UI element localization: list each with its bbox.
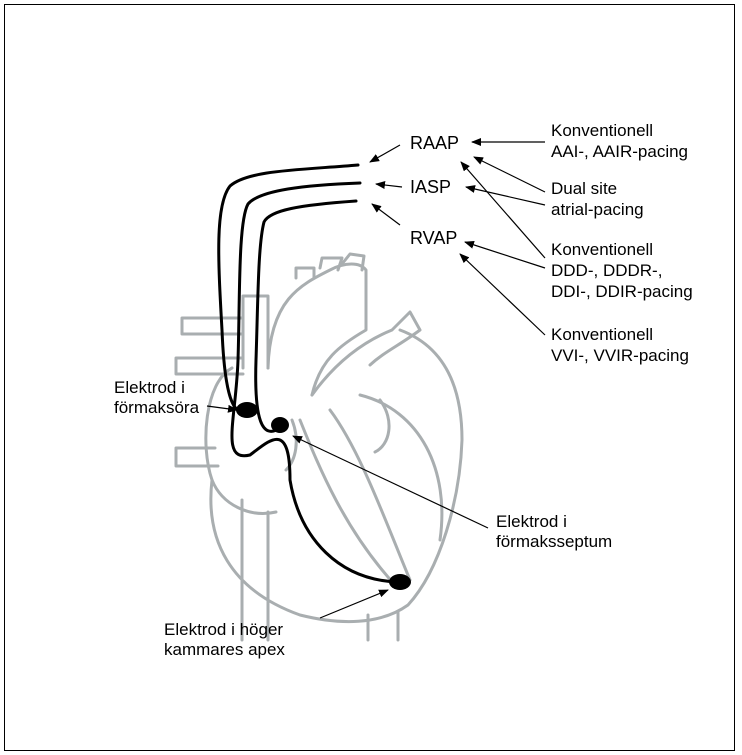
annotation-arrows <box>207 142 545 618</box>
pacing-leads <box>219 165 398 582</box>
arrow-dual-site-to-iasp <box>466 187 545 205</box>
atrial-appendage-line1: Elektrod i <box>114 378 185 398</box>
raap-label: RAAP <box>410 133 459 153</box>
iasp-label: IASP <box>410 177 451 197</box>
arrow-raap-to-lead <box>370 145 400 162</box>
conv-ddd-line2: DDD-, DDDR-, <box>551 261 662 281</box>
pulmonary-vein-mid <box>176 358 243 374</box>
conv-aai-line2: AAI-, AAIR-pacing <box>551 142 688 162</box>
conv-ddd-line1: Konventionell <box>551 240 653 260</box>
electrode-tip-atrial-septum <box>271 417 289 433</box>
aortic-arch <box>268 264 366 395</box>
pulmonary-vein-upper <box>182 318 243 334</box>
heart-illustration <box>176 254 462 640</box>
atrial-septum-line1: Elektrod i <box>496 512 567 532</box>
atrial-appendage-line2: förmaksöra <box>114 398 199 418</box>
lead-atrial-septum <box>256 201 356 431</box>
arrow-rvap-to-lead <box>372 204 400 225</box>
right-atrium <box>206 368 276 513</box>
inferior-vena-cava <box>242 500 268 640</box>
conv-vvi-line2: VVI-, VVIR-pacing <box>551 346 689 366</box>
arrow-atrial-appendage-label <box>207 406 237 410</box>
left-ventricle-wall <box>360 395 442 540</box>
dual-site-line1: Dual site <box>551 179 617 199</box>
arrow-conv-ddd-to-raap <box>461 162 545 258</box>
rvap-label: RVAP <box>410 228 457 248</box>
rv-apex-line2: kammares apex <box>164 640 285 660</box>
arrow-iasp-to-lead <box>376 184 402 187</box>
conv-aai-line1: Konventionell <box>551 121 653 141</box>
arrow-dual-site-to-raap <box>474 157 545 192</box>
heart-outline <box>211 330 462 622</box>
arrow-rv-apex-label <box>320 590 388 618</box>
dual-site-line2: atrial-pacing <box>551 200 644 220</box>
arrow-conv-ddd-to-rvap <box>465 242 545 268</box>
ventricle-wall <box>300 420 395 585</box>
brachiocephalic-vessel <box>296 268 314 278</box>
septal-vessel <box>375 400 389 452</box>
atrial-septum-line2: förmaksseptum <box>496 532 612 552</box>
subclavian-vessel <box>342 254 364 270</box>
electrode-tip-atrial-appendage <box>236 402 258 418</box>
rv-apex-line1: Elektrod i höger <box>164 620 283 640</box>
electrode-tip-rv-apex <box>389 574 411 590</box>
electrode-tips <box>236 402 411 590</box>
conv-vvi-line1: Konventionell <box>551 325 653 345</box>
arrow-conv-vvi-to-rvap <box>460 254 545 335</box>
pulmonary-vein-lower <box>176 448 218 466</box>
conv-ddd-line3: DDI-, DDIR-pacing <box>551 282 693 302</box>
